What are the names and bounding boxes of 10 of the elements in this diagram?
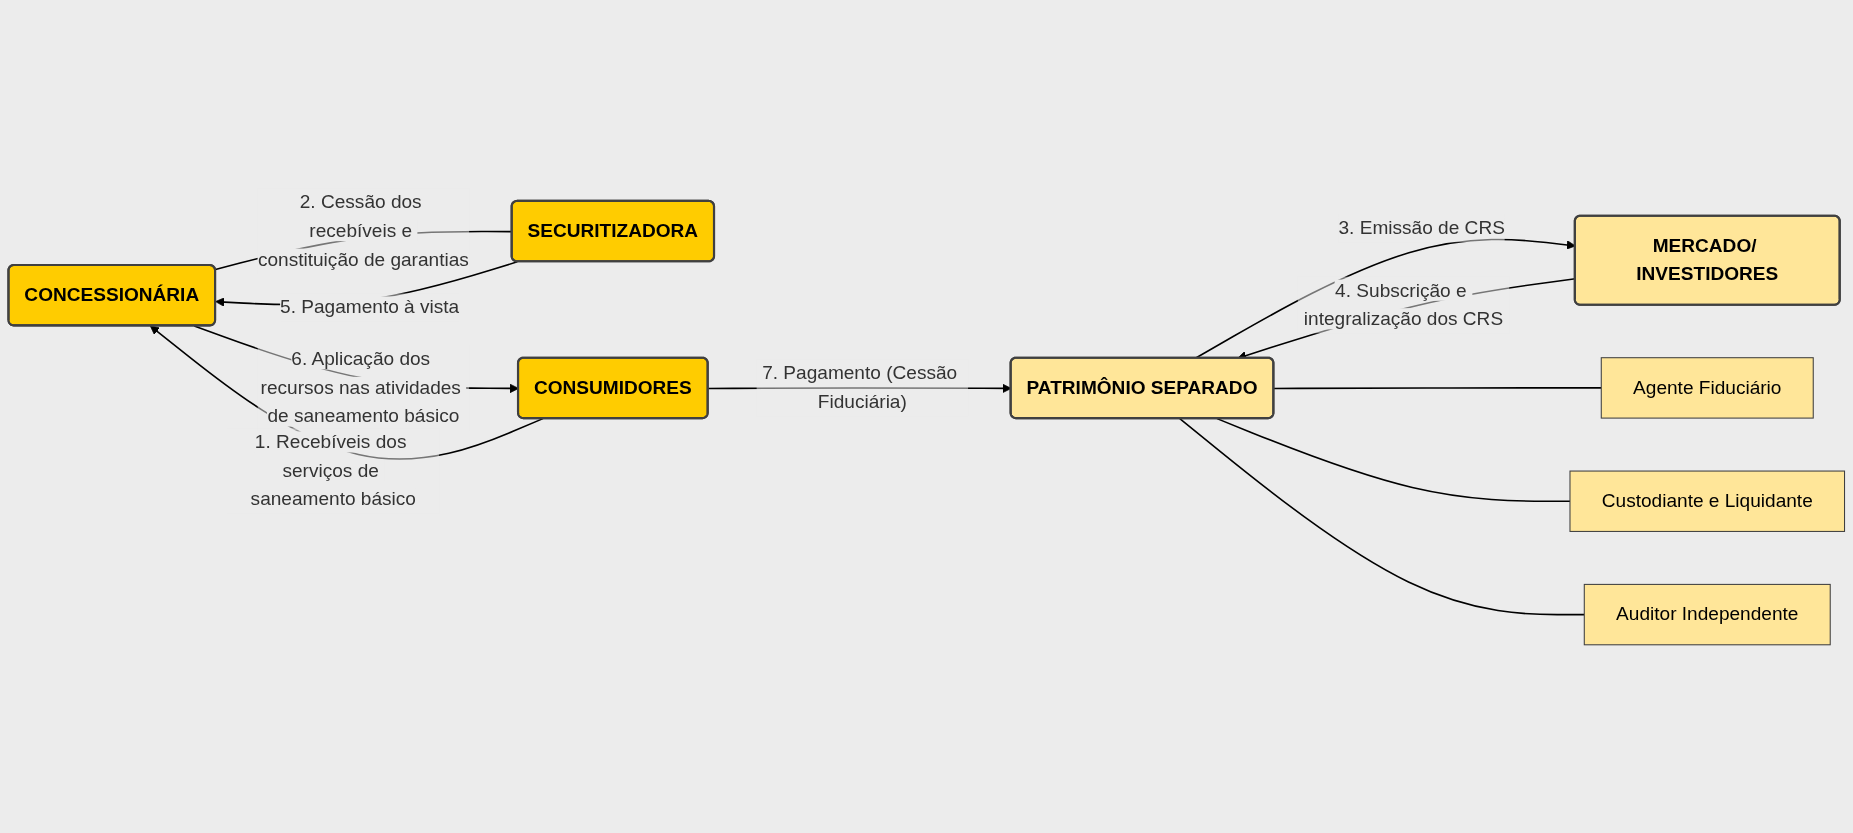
edge-label: 1. Recebíveis dos serviços de saneamento básico <box>250 431 416 510</box>
node-box: Custodiante e Liquidante <box>1569 470 1846 532</box>
edge-label: 3. Emissão de CRS <box>1338 217 1505 239</box>
node-box: Agente Fiduciário <box>1600 357 1814 419</box>
edge-label: 2. Cessão dos recebíveis e constituição de garantias <box>257 191 469 270</box>
edge-label: 6. Aplicação dos recursos nas atividades de saneamento básico <box>260 348 461 427</box>
edge-label: 7. Pagamento (Cessão Fiduciária) <box>762 362 958 413</box>
edge-label: 4. Subscrição e integralização dos CRS <box>1303 279 1504 330</box>
node-box: Auditor Independente <box>1583 583 1831 646</box>
edge-label: 5. Pagamento à vista <box>280 296 460 318</box>
